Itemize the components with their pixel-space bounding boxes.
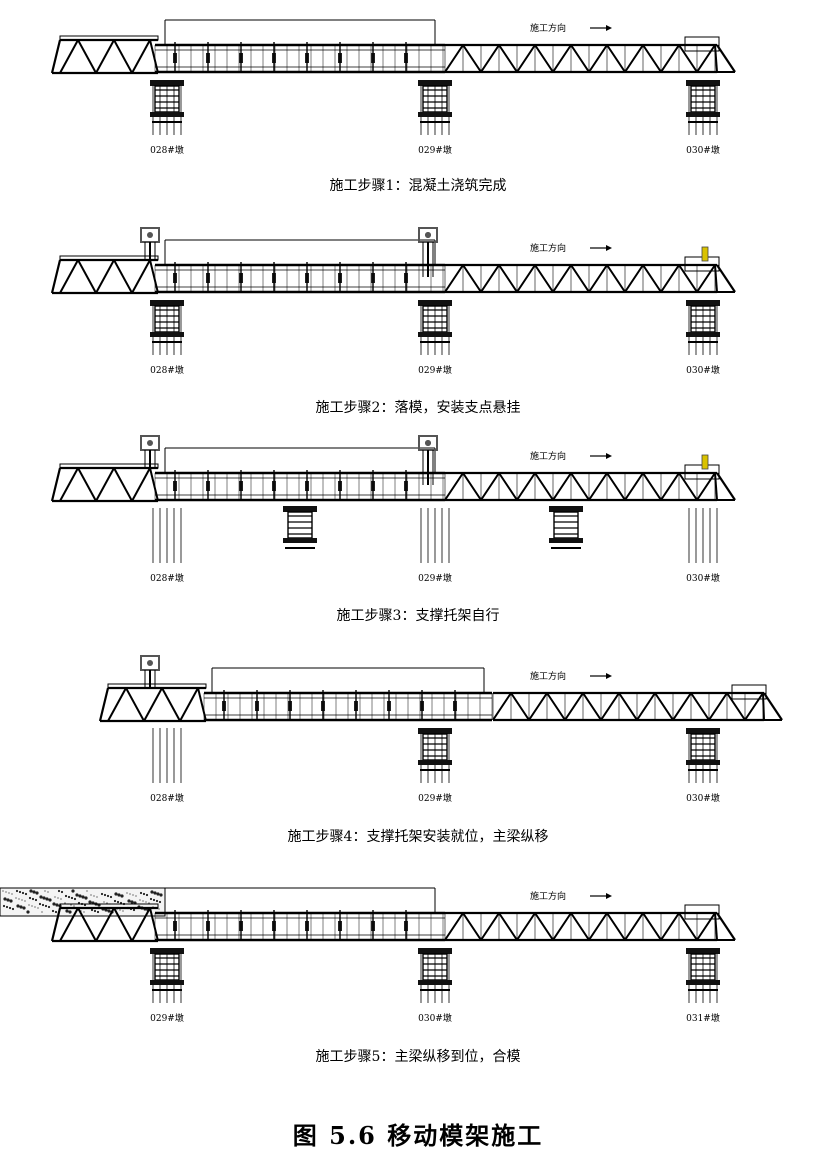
step-1-drawing: 施工方向 028#墩 029#墩 030#墩 (50, 19, 736, 156)
pier-label: 031#墩 (686, 1012, 720, 1024)
step-3-caption: 施工步骤3：支撑托架自行 (336, 608, 500, 624)
direction-label: 施工方向 (530, 22, 566, 34)
pier-label: 030#墩 (686, 792, 720, 804)
pier-label: 029#墩 (418, 792, 452, 804)
pier-label: 028#墩 (150, 572, 184, 584)
direction-label: 施工方向 (530, 670, 566, 682)
step-2-caption: 施工步骤2：落模，安装支点悬挂 (315, 400, 521, 416)
step-5-caption: 施工步骤5：主梁纵移到位，合模 (315, 1049, 521, 1065)
direction-arrow (606, 673, 612, 679)
direction-label: 施工方向 (530, 890, 566, 902)
pier-label: 028#墩 (150, 792, 184, 804)
pier-label: 030#墩 (686, 144, 720, 156)
direction-label: 施工方向 (530, 450, 566, 462)
pier-label: 029#墩 (150, 1012, 184, 1024)
figure-caption: 图 5.6 移动模架施工 (292, 1121, 544, 1150)
pier-label: 029#墩 (418, 144, 452, 156)
pier-label: 028#墩 (150, 364, 184, 376)
direction-arrow (606, 245, 612, 251)
direction-arrow (606, 893, 612, 899)
pier-label: 030#墩 (686, 364, 720, 376)
direction-arrow (606, 453, 612, 459)
step-4-caption: 施工步骤4：支撑托架安装就位，主梁纵移 (287, 829, 549, 845)
pier-label: 029#墩 (418, 364, 452, 376)
step-5-drawing: 施工方向 029#墩 030#墩 031#墩 (0, 887, 736, 1024)
step-1-caption: 施工步骤1：混凝土浇筑完成 (329, 178, 507, 194)
direction-arrow (606, 25, 612, 31)
step-4-drawing: 施工方向 028#墩 029#墩 030#墩 (98, 655, 783, 804)
pier-label: 028#墩 (150, 144, 184, 156)
step-3-drawing: 施工方向 028#墩 029#墩 030#墩 (50, 435, 736, 584)
step-2-drawing: 施工方向 028#墩 029#墩 030#墩 (50, 227, 736, 376)
pier-label: 030#墩 (418, 1012, 452, 1024)
direction-label: 施工方向 (530, 242, 566, 254)
pier-label: 030#墩 (686, 572, 720, 584)
pier-label: 029#墩 (418, 572, 452, 584)
